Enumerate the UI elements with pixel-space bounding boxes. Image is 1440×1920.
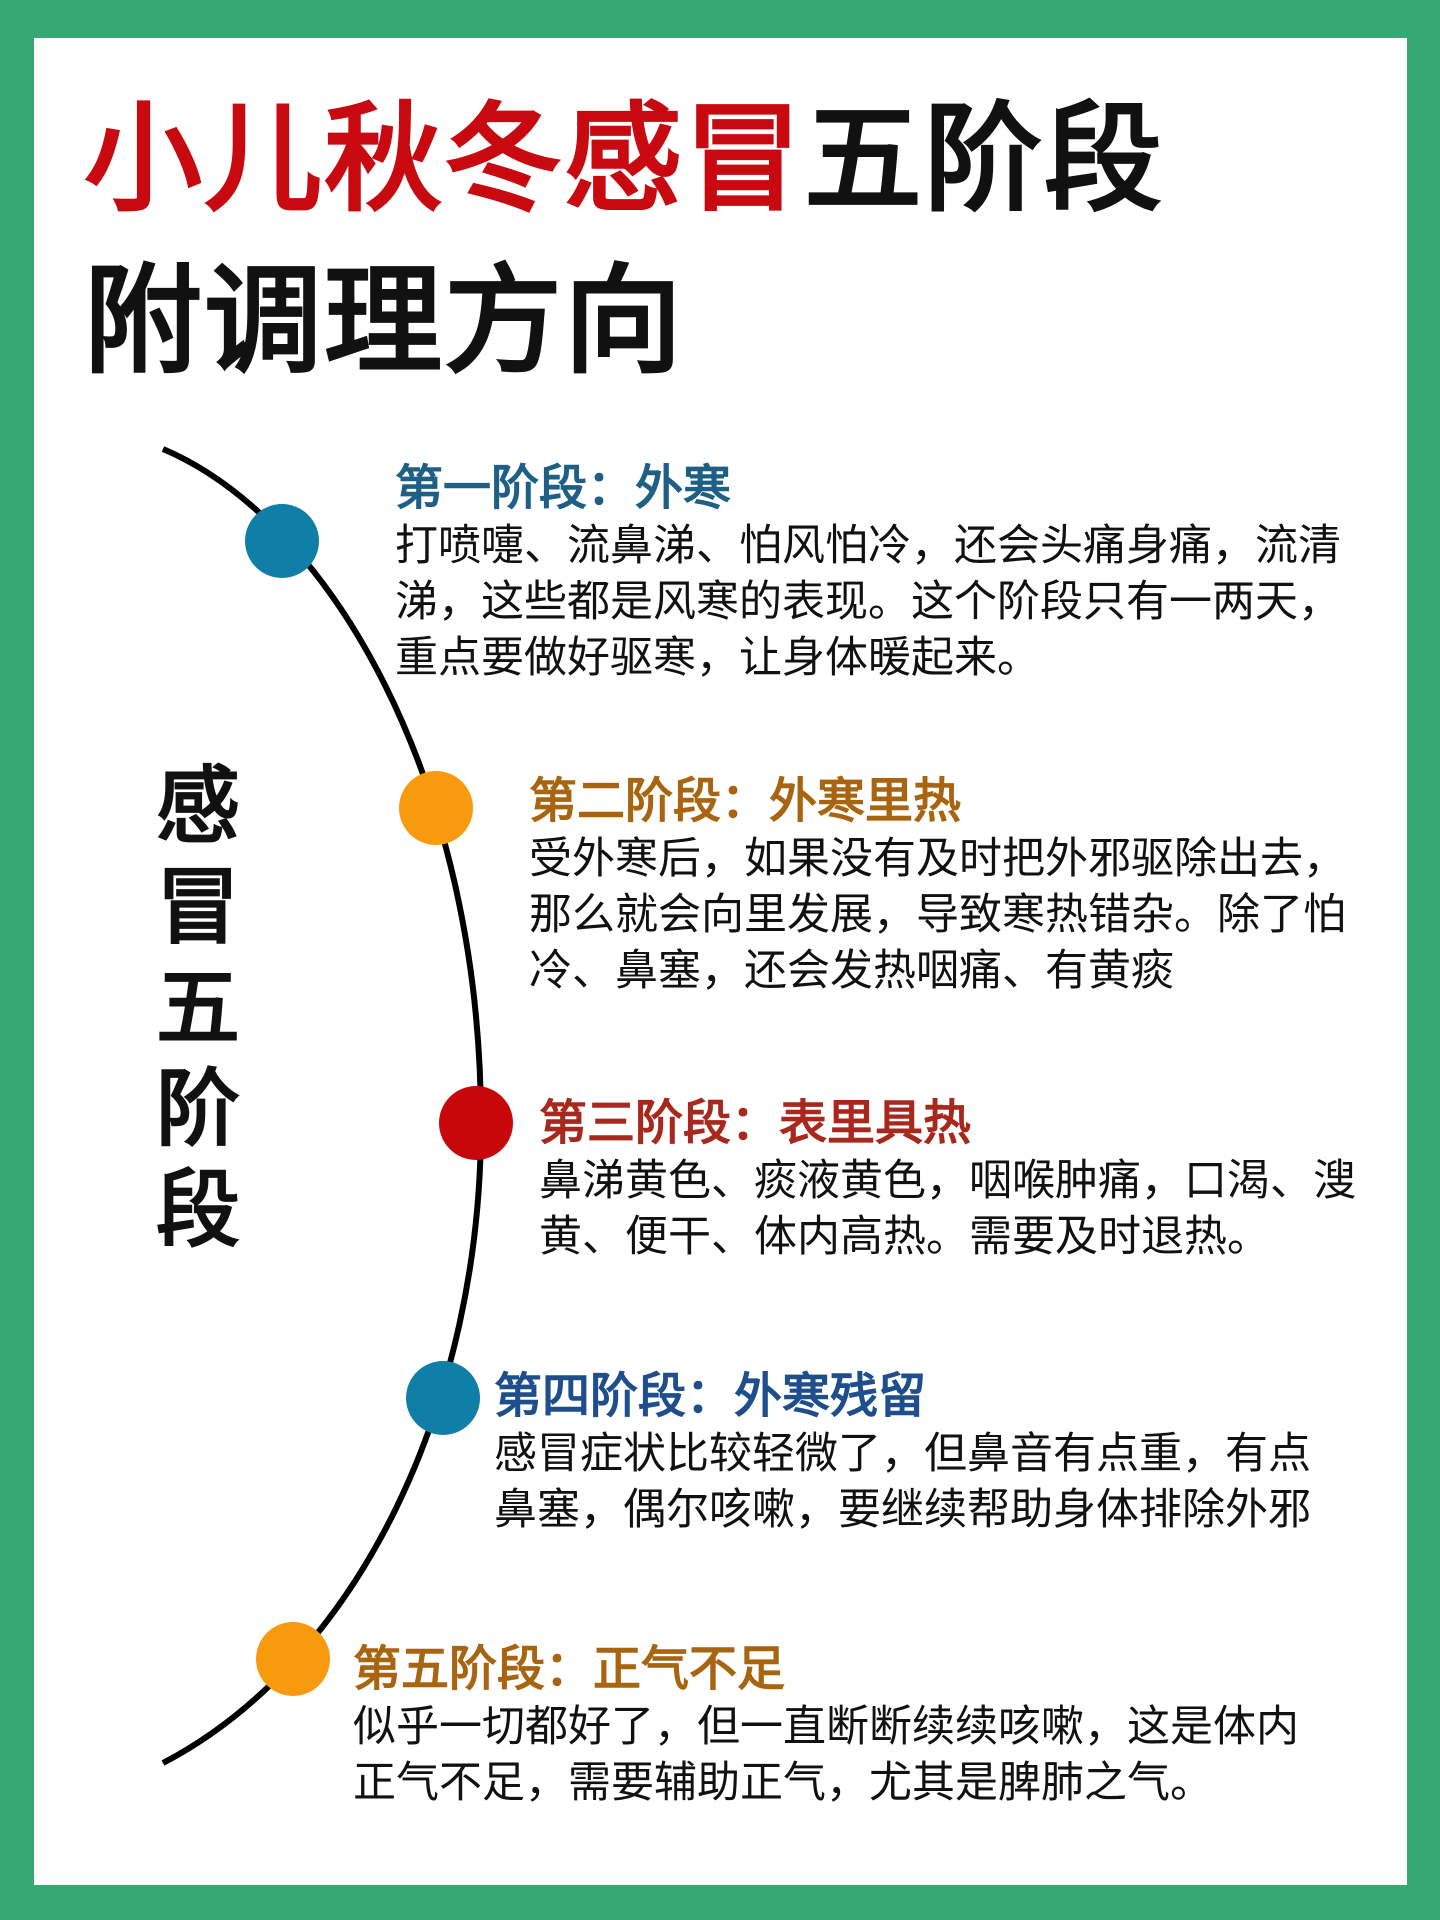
page-subtitle: 附调理方向	[84, 252, 685, 390]
side-label-char: 冒	[155, 858, 240, 956]
stage-1-description: 打喷嚏、流鼻涕、怕风怕冷，还会头痛身痛，流清涕，这些都是风寒的表现。这个阶段只有…	[395, 521, 1341, 683]
page-title-line1: 小儿秋冬感冒五阶段	[84, 100, 1164, 218]
side-label-char: 五	[155, 959, 240, 1057]
title-rest: 五阶段	[804, 90, 1165, 228]
stage-1-block: 第一阶段：外寒 打喷嚏、流鼻涕、怕风怕冷，还会头痛身痛，流清涕，这些都是风寒的表…	[395, 460, 1345, 686]
stage-2-title: 第二阶段：外寒里热	[529, 773, 962, 829]
stage-5-block: 第五阶段：正气不足 似乎一切都好了，但一直断断续续咳嗽，这是体内正气不足，需要辅…	[353, 1641, 1303, 1811]
stage-5-description: 似乎一切都好了，但一直断断续续咳嗽，这是体内正气不足，需要辅助正气，尤其是脾肺之…	[353, 1702, 1299, 1808]
stage-2-block: 第二阶段：外寒里热 受外寒后，如果没有及时把外邪驱除出去，那么就会向里发展，导致…	[529, 773, 1379, 999]
stage-5-title: 第五阶段：正气不足	[353, 1641, 786, 1697]
stage-3-block: 第三阶段：表里具热 鼻涕黄色、痰液黄色，咽喉肿痛，口渴、溲黄、便干、体内高热。需…	[539, 1095, 1379, 1265]
side-label-char: 段	[155, 1161, 240, 1259]
side-label-char: 阶	[155, 1060, 240, 1158]
side-vertical-label: 感 冒 五 阶 段	[152, 756, 244, 1261]
stage-2-description: 受外寒后，如果没有及时把外邪驱除出去，那么就会向里发展，导致寒热错杂。除了怕冷、…	[529, 834, 1346, 996]
stage-3-title: 第三阶段：表里具热	[539, 1095, 972, 1151]
side-label-char: 感	[155, 757, 240, 855]
stage-3-description: 鼻涕黄色、痰液黄色，咽喉肿痛，口渴、溲黄、便干、体内高热。需要及时退热。	[539, 1156, 1356, 1262]
stage-1-title: 第一阶段：外寒	[395, 460, 732, 516]
stage-4-description: 感冒症状比较轻微了，但鼻音有点重，有点鼻塞，偶尔咳嗽，要继续帮助身体排除外邪	[494, 1429, 1311, 1535]
title-highlight: 小儿秋冬感冒	[84, 90, 805, 228]
stage-4-block: 第四阶段：外寒残留 感冒症状比较轻微了，但鼻音有点重，有点鼻塞，偶尔咳嗽，要继续…	[494, 1368, 1344, 1538]
stage-4-title: 第四阶段：外寒残留	[494, 1368, 927, 1424]
